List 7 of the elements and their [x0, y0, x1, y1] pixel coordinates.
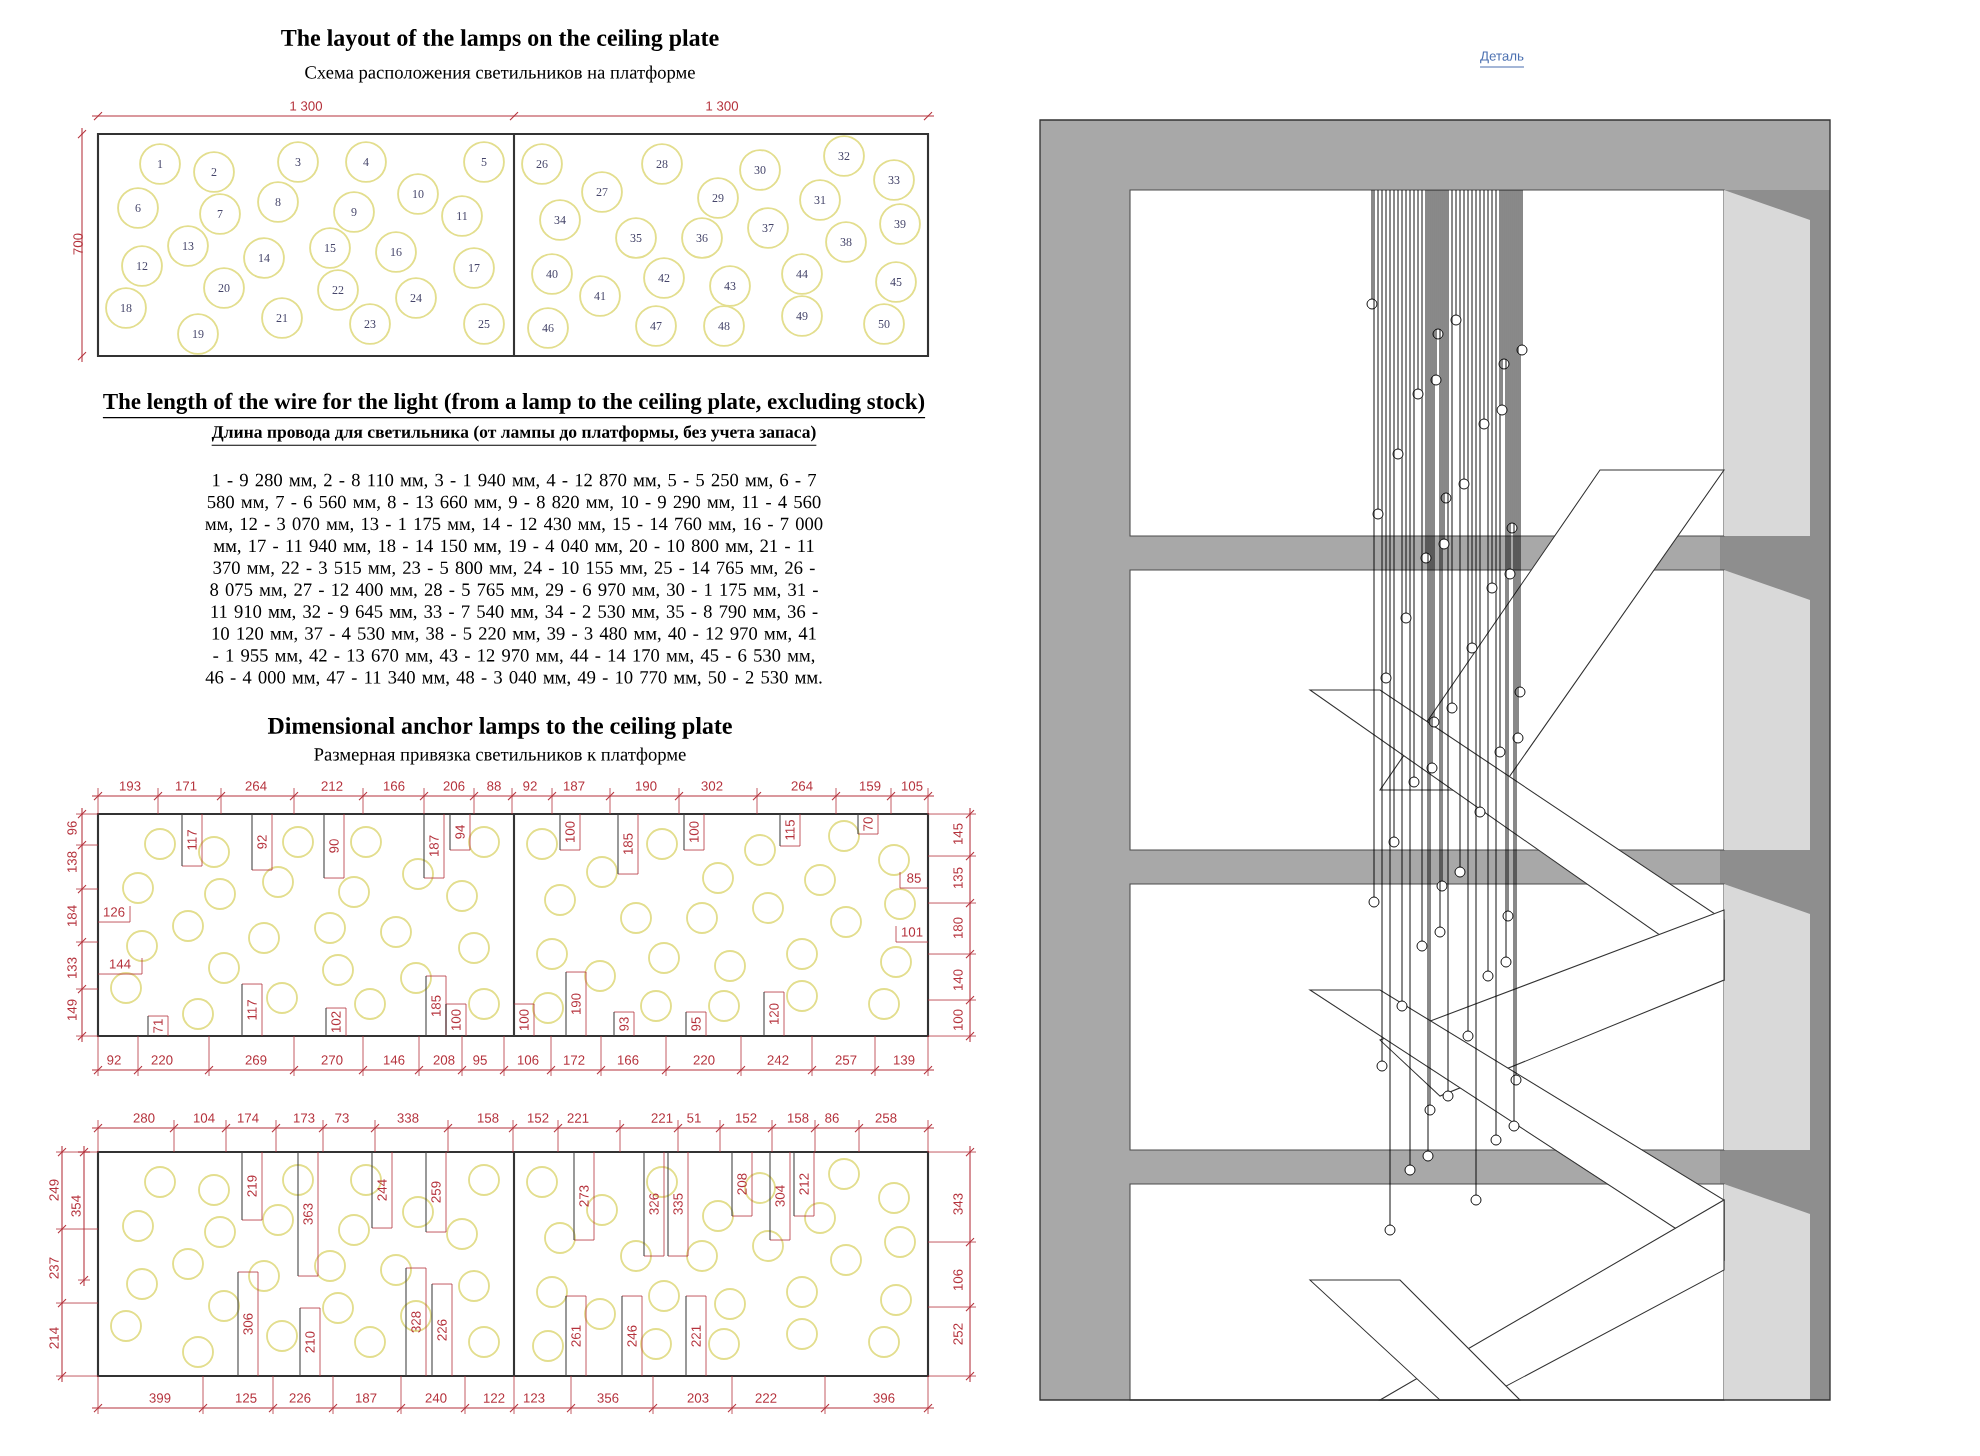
- subheading: Схема расположения светильников на платформе: [305, 65, 695, 83]
- heading: The layout of the lamps on the ceiling plate: [281, 28, 719, 52]
- wire-length-list: 1 - 9 280 мм, 2 - 8 110 мм, 3 - 1 940 мм, 4 - 12 870 мм, 5 - 5 250 мм, 6 - 7 580 мм, 7 - 6 560 мм, 8 - 13 660 мм, 9 - 8 820 мм, 10 - 9 290 мм, 11 - 4 560 мм, 12 - 3 070 мм, 13 - 1 175 мм, 14 - 12 430 мм, 15 - 14 760 мм, 16 - 7 000 мм, 17 - 11 940 мм, 18 - 14 150 мм, 19 - 4 040 мм, 20 - 10 800 мм, 21 - 11 370 мм, 22 - 3 515 мм, 23 - 5 800 мм, 24 - 10 155 мм, 25 - 14 765 мм, 26 - 8 075 мм, 27 - 12 400 мм, 28 - 5 765 мм, 29 - 6 970 мм, 30 - 1 175 мм, 31 - 11 910 мм, 32 - 9 645 мм, 33 - 7 540 мм, 34 - 2 530 мм, 35 - 8 790 мм, 36 - 10 120 мм, 37 - 4 530 мм, 38 - 5 220 мм, 39 - 3 480 мм, 40 - 12 970 мм, 41 - 1 955 мм, 42 - 13 670 мм, 43 - 12 970 мм, 44 - 14 170 мм, 45 - 6 530 мм, 46 - 4 000 мм, 47 - 11 340 мм, 48 - 3 040 мм, 49 - 10 770 мм, 50 - 2 530 мм.: [205, 473, 823, 687]
- subheading: Размерная привязка светильников к платформе: [314, 747, 686, 765]
- subheading: Длина провода для светильника (от лампы до платформы, без учета запаса): [211, 425, 817, 446]
- heading: Dimensional anchor lamps to the ceiling plate: [267, 717, 732, 739]
- heading: The length of the wire for the light (from a lamp to the ceiling plate, excluding stock): [102, 392, 926, 419]
